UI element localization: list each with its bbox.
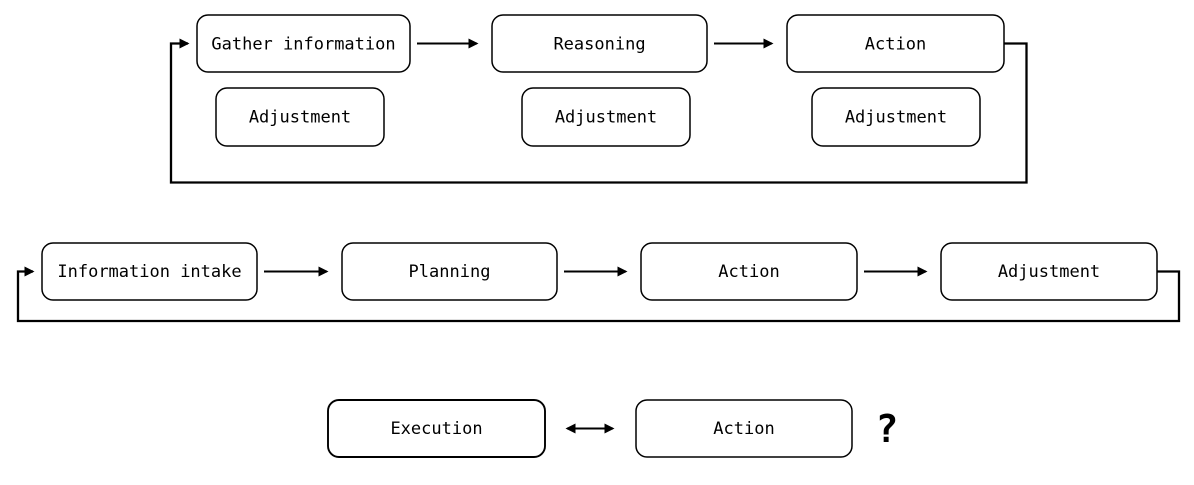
cycle1-adjustment-box-2 bbox=[521, 87, 691, 147]
cycle1-adjustment-box-3 bbox=[811, 87, 981, 147]
cycle2-adjustment-label: Adjustment bbox=[998, 262, 1100, 282]
execution-box bbox=[327, 399, 546, 458]
mapping-action-label: Action bbox=[713, 419, 774, 439]
cycle1-adjustment-label-3: Adjustment bbox=[845, 108, 947, 128]
execution-label: Execution bbox=[390, 419, 482, 439]
cycle2-action-label: Action bbox=[718, 262, 779, 282]
cycle1-feedback-loop-arrow bbox=[169, 38, 1028, 184]
cycle1-reasoning-label: Reasoning bbox=[553, 35, 645, 55]
cycle2-planning-box bbox=[341, 242, 558, 301]
cycle1-action-box bbox=[786, 14, 1005, 73]
cycle2-action-box bbox=[640, 242, 858, 301]
cycle2-information-intake-label: Information intake bbox=[57, 262, 241, 282]
cycle1-adjustment-label-1: Adjustment bbox=[249, 108, 351, 128]
mapping-action-box bbox=[635, 399, 853, 458]
cycle1-gather-information-label: Gather information bbox=[211, 35, 395, 55]
cycle2-planning-label: Planning bbox=[409, 262, 491, 282]
cycle1-adjustment-box-1 bbox=[215, 87, 385, 147]
cycle1-adjustment-label-2: Adjustment bbox=[555, 108, 657, 128]
cycle2-adjustment-box bbox=[940, 242, 1158, 301]
cycle2-feedback-loop-arrow bbox=[16, 266, 1181, 323]
cycle1-action-label: Action bbox=[865, 35, 926, 55]
question-mark: ? bbox=[876, 407, 899, 451]
cycle1-gather-information-box bbox=[196, 14, 411, 73]
cycle2-information-intake-box bbox=[41, 242, 258, 301]
cycle1-reasoning-box bbox=[491, 14, 708, 73]
